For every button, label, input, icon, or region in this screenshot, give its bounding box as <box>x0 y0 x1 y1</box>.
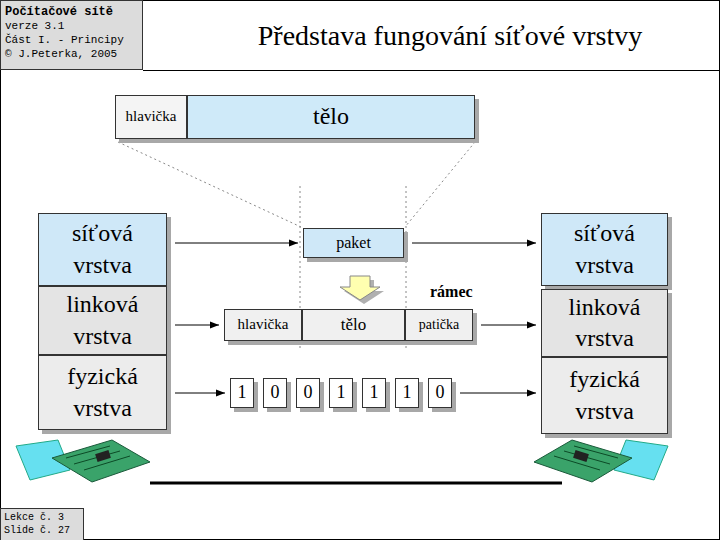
flow-arrow <box>460 393 536 394</box>
node-text: síťová vrstva <box>544 218 665 280</box>
node-text: 0 <box>304 381 313 404</box>
node-text: síťová vrstva <box>41 218 164 280</box>
bit-box: 1 <box>329 378 353 408</box>
flow-arrow <box>481 325 536 326</box>
node-text: verze 3.1 <box>5 20 64 34</box>
packet-part: hlavička <box>115 95 187 139</box>
bit-box: 0 <box>296 378 320 408</box>
layer-box: linková vrstva <box>541 289 668 357</box>
node-text: hlavička <box>238 315 289 335</box>
network-card <box>16 440 150 482</box>
bit-box: 1 <box>395 378 419 408</box>
bit-box: 0 <box>263 378 287 408</box>
course-header: Počítačové sítěverze 3.1Část I. - Princi… <box>0 0 143 70</box>
flow-arrow <box>175 325 219 326</box>
node-text: 1 <box>238 381 247 404</box>
slide-title: Představa fungování síťové vrstvy <box>190 20 710 52</box>
frame-part: patička <box>405 309 473 341</box>
layer-box: linková vrstva <box>38 286 167 355</box>
node-text: 0 <box>436 381 445 404</box>
node-text: Počítačové sítě <box>5 5 113 20</box>
node-text: Část I. - Principy <box>5 34 124 48</box>
node-text: 1 <box>370 381 379 404</box>
node-text: 1 <box>337 381 346 404</box>
frame-part: hlavička <box>224 309 302 341</box>
flow-arrow <box>175 243 298 244</box>
frame-part: tělo <box>302 309 405 341</box>
node-text: tělo <box>341 314 367 336</box>
node-text: 0 <box>271 381 280 404</box>
bit-box: 0 <box>428 378 452 408</box>
bit-box: 1 <box>362 378 386 408</box>
title-rule <box>143 70 720 71</box>
frame-label: rámec <box>430 283 473 301</box>
node-text: 1 <box>403 381 412 404</box>
slide-footer: Lekce č. 3Slide č. 27 <box>0 508 84 540</box>
node-text: Lekce č. 3 <box>4 512 64 525</box>
node-text: hlavička <box>126 107 177 127</box>
transmission-medium <box>150 482 562 485</box>
node-text: © J.Peterka, 2005 <box>5 48 117 62</box>
layer-box: fyzická vrstva <box>541 357 668 434</box>
layer-box: síťová vrstva <box>541 213 668 286</box>
packet-box: paket <box>303 228 404 258</box>
node-text: linková vrstva <box>544 292 665 354</box>
layer-box: fyzická vrstva <box>38 355 167 430</box>
node-text: linková vrstva <box>41 289 164 351</box>
node-text: Slide č. 27 <box>4 525 70 538</box>
node-text: paket <box>336 233 371 254</box>
node-text: fyzická vrstva <box>41 361 164 423</box>
network-card <box>534 440 668 482</box>
leader-lines <box>118 142 475 350</box>
bit-box: 1 <box>230 378 254 408</box>
encapsulation-arrow <box>340 276 380 300</box>
flow-arrow <box>175 393 225 394</box>
packet-part: tělo <box>187 95 475 139</box>
node-text: patička <box>419 316 459 334</box>
flow-arrow <box>412 243 536 244</box>
node-text: fyzická vrstva <box>544 364 665 426</box>
node-text: tělo <box>313 101 349 132</box>
layer-box: síťová vrstva <box>38 213 167 286</box>
